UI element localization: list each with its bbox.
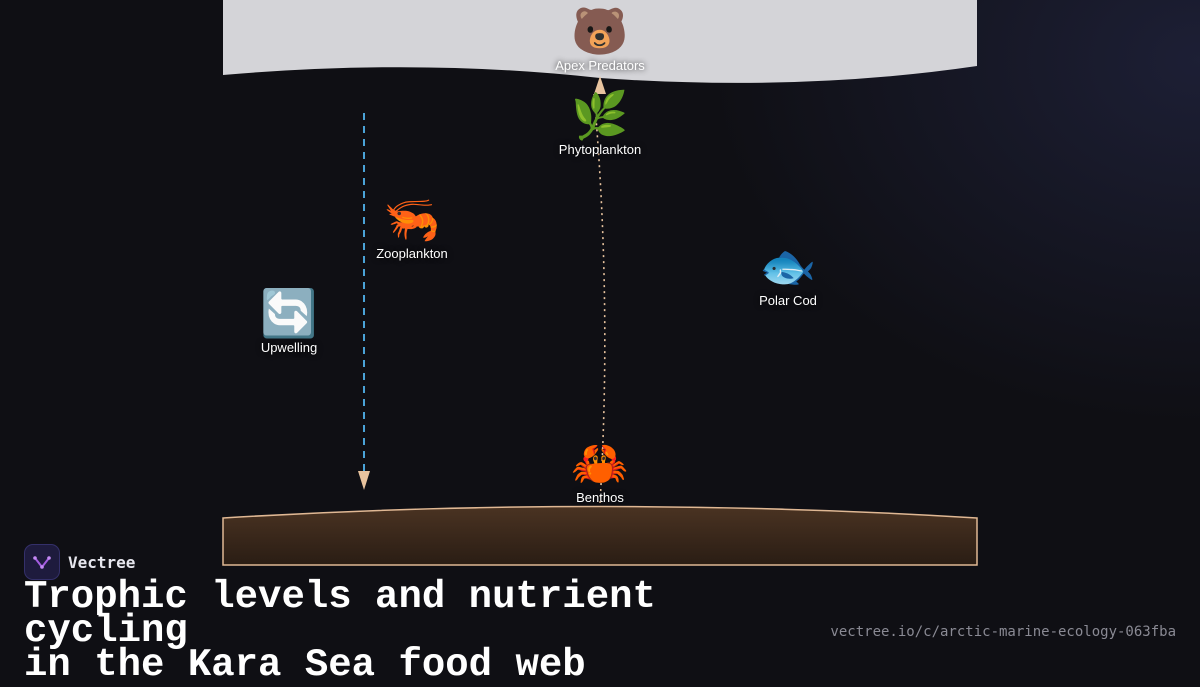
nutrient-return-line xyxy=(593,93,606,504)
shrimp-icon: 🦐 xyxy=(383,192,441,246)
brand-name: Vectree xyxy=(68,552,136,572)
polar-bear-icon: 🐻 xyxy=(571,4,629,58)
brand[interactable]: Vectree xyxy=(24,544,135,580)
page-title: Trophic levels and nutrient cycling in t… xyxy=(24,578,824,685)
node-label: Zooplankton xyxy=(376,246,448,261)
node-label: Phytoplankton xyxy=(558,142,642,157)
sinking-flux-arrowhead xyxy=(358,471,370,490)
seaweed-icon: 🌿 xyxy=(571,88,629,142)
node-phytoplankton[interactable]: 🌿 Phytoplankton xyxy=(530,88,670,157)
fish-icon: 🐟 xyxy=(759,239,817,293)
node-label: Polar Cod xyxy=(759,293,817,308)
cycle-arrows-icon: 🔄 xyxy=(260,286,318,340)
title-line-2: in the Kara Sea food web xyxy=(24,643,586,687)
node-label: Benthos xyxy=(576,490,624,505)
surface-ice-layer xyxy=(223,0,977,83)
seafloor-layer xyxy=(222,505,978,566)
source-url[interactable]: vectree.io/c/arctic-marine-ecology-063fb… xyxy=(830,624,1176,640)
nutrient-return-arrowhead xyxy=(594,76,606,94)
node-upwelling[interactable]: 🔄 Upwelling xyxy=(219,286,359,355)
node-polar-cod[interactable]: 🐟 Polar Cod xyxy=(718,239,858,308)
crab-icon: 🦀 xyxy=(571,436,629,490)
title-line-1: Trophic levels and nutrient cycling xyxy=(24,575,656,653)
node-label: Apex Predators xyxy=(555,58,645,73)
node-benthos[interactable]: 🦀 Benthos xyxy=(530,436,670,505)
node-zooplankton[interactable]: 🦐 Zooplankton xyxy=(342,192,482,261)
node-apex-predators[interactable]: 🐻 Apex Predators xyxy=(530,4,670,73)
node-label: Upwelling xyxy=(260,340,318,355)
vectree-logo-icon xyxy=(24,544,60,580)
